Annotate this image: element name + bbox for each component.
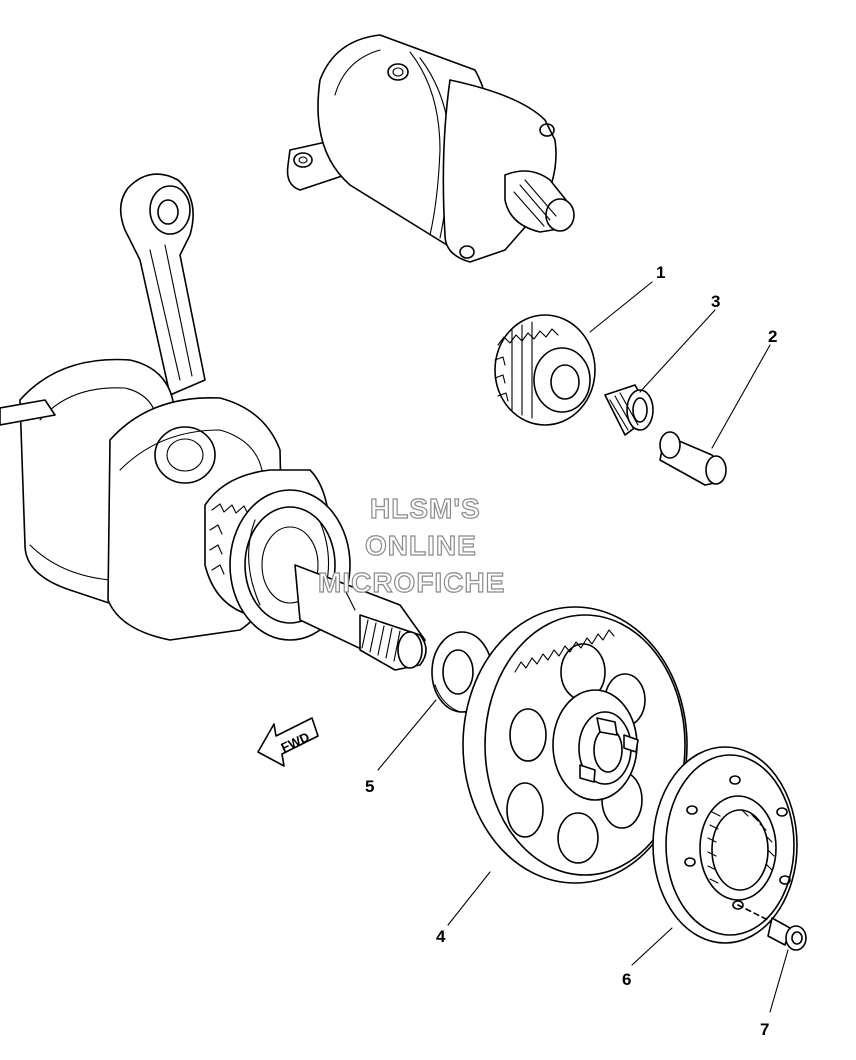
- callout-1: 1: [656, 263, 665, 282]
- callout-labels: 1 2 3 4 5 6 7: [365, 263, 777, 1039]
- leader-lines: [377, 281, 789, 1013]
- callout-3: 3: [711, 292, 720, 311]
- callout-5: 5: [365, 777, 374, 796]
- part-7-bolt: [737, 904, 807, 951]
- callout-2: 2: [768, 327, 777, 346]
- part-4-starter-wheel-gear: [462, 606, 688, 884]
- part-1-idle-gear: [494, 314, 596, 426]
- fwd-arrow: FWD: [257, 717, 319, 767]
- part-3-bearing: [604, 384, 654, 436]
- callout-7: 7: [760, 1020, 769, 1039]
- part-2-shaft: [659, 431, 727, 486]
- part-6-one-way-clutch: [652, 746, 798, 944]
- watermark-line-1: HLSM'S: [370, 493, 481, 524]
- crankshaft: [0, 173, 427, 671]
- watermark-line-2: ONLINE: [365, 530, 477, 561]
- callout-6: 6: [622, 970, 631, 989]
- callout-4: 4: [436, 927, 446, 946]
- starter-motor: [286, 34, 575, 263]
- watermark: HLSM'S ONLINE MICROFICHE: [317, 492, 505, 598]
- watermark-line-3: MICROFICHE: [318, 567, 505, 598]
